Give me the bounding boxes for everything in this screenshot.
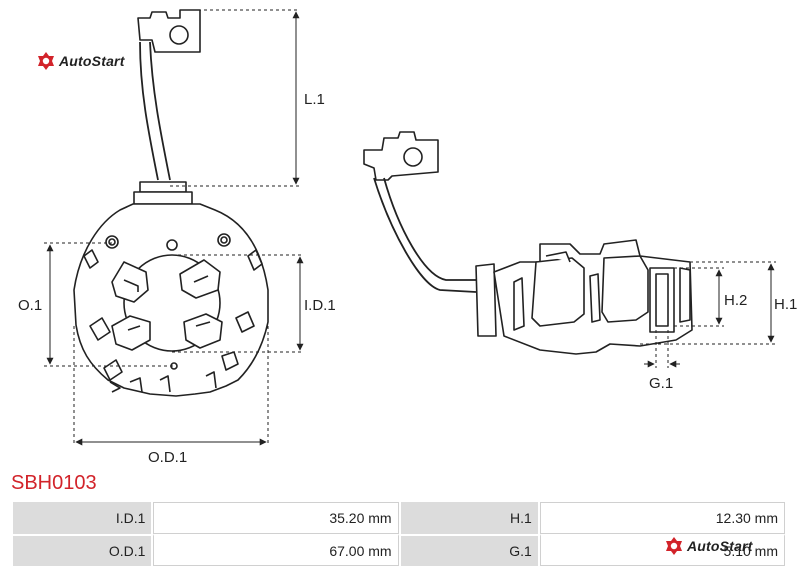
side-dimensions bbox=[640, 261, 776, 368]
brand-name: AutoStart bbox=[687, 538, 753, 554]
dim-label-h2: H.2 bbox=[724, 292, 747, 309]
holder-body bbox=[475, 263, 497, 337]
spec-label: I.D.1 bbox=[13, 502, 152, 534]
table-row: O.D.1 67.00 mm G.1 5.10 mm bbox=[13, 534, 785, 566]
brush-pocket bbox=[179, 259, 221, 299]
terminal-lug bbox=[137, 9, 201, 53]
dim-label-l1: L.1 bbox=[304, 91, 325, 108]
part-code: SBH0103 bbox=[11, 472, 97, 494]
terminal-lug bbox=[363, 131, 439, 181]
brush-pocket bbox=[183, 313, 223, 349]
brand-name: AutoStart bbox=[59, 53, 125, 69]
dim-label-id1: I.D.1 bbox=[304, 297, 336, 314]
front-dimensions bbox=[44, 9, 304, 446]
brush-pocket bbox=[111, 315, 151, 351]
brush-holder-drawing: L.1 O.1 I.D.1 O.D.1 H.1 H.2 G.1 bbox=[18, 9, 797, 466]
dim-label-g1: G.1 bbox=[649, 375, 673, 392]
lead-wire bbox=[139, 41, 171, 181]
autostart-logo-icon bbox=[38, 52, 54, 70]
lead-wire bbox=[373, 177, 477, 293]
spec-label: O.D.1 bbox=[13, 534, 152, 566]
brand-logo-watermark: AutoStart bbox=[664, 536, 753, 556]
brush-pocket bbox=[111, 261, 149, 303]
spec-value: 5.10 mm bbox=[539, 534, 785, 566]
spec-value: 35.20 mm bbox=[153, 502, 399, 534]
dim-label-h1: H.1 bbox=[774, 296, 797, 313]
spec-label: G.1 bbox=[400, 534, 538, 566]
dim-label-o1: O.1 bbox=[18, 297, 42, 314]
spec-table: I.D.1 35.20 mm H.1 12.30 mm O.D.1 67.00 … bbox=[11, 502, 787, 566]
spec-value: 67.00 mm bbox=[153, 534, 399, 566]
spec-value: 12.30 mm bbox=[539, 502, 785, 534]
autostart-logo-icon bbox=[666, 537, 682, 555]
spec-label: H.1 bbox=[400, 502, 538, 534]
dim-label-od1: O.D.1 bbox=[148, 449, 187, 466]
brand-logo: AutoStart bbox=[36, 51, 125, 71]
front-view bbox=[73, 9, 269, 397]
table-row: I.D.1 35.20 mm H.1 12.30 mm bbox=[13, 502, 785, 534]
side-view bbox=[363, 131, 693, 355]
